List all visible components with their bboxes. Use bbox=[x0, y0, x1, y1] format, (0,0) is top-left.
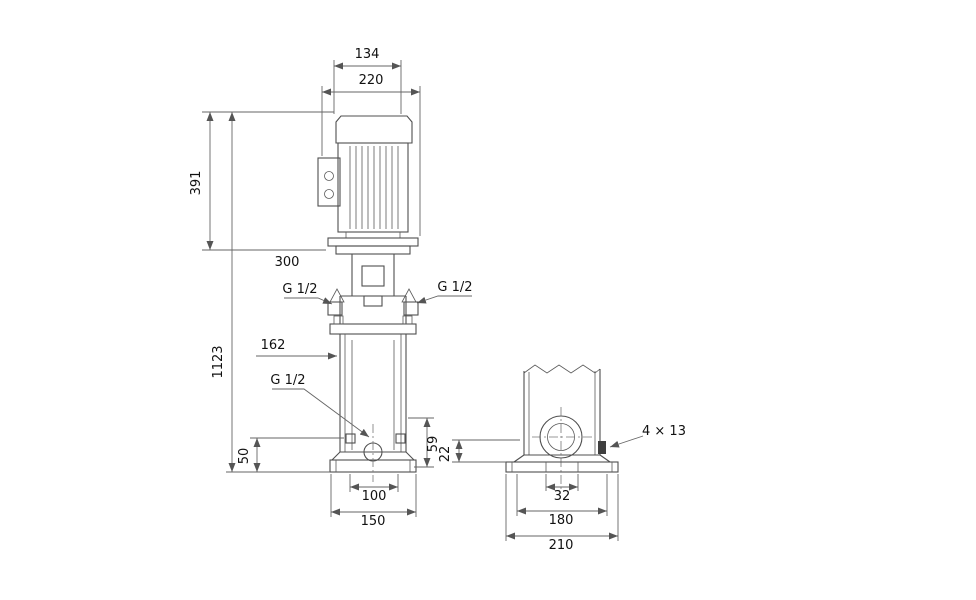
port-thread-right bbox=[401, 288, 417, 303]
cable-entry-top bbox=[324, 171, 334, 181]
leader-line bbox=[416, 295, 472, 304]
dim-label-50: 50 bbox=[237, 448, 252, 465]
port-label-left-text: G 1/2 bbox=[282, 282, 317, 297]
side-body bbox=[523, 364, 601, 456]
drain-plug-right bbox=[395, 433, 406, 444]
port-label-right-text: G 1/2 bbox=[437, 280, 472, 295]
port-label-left: G 1/2 bbox=[282, 282, 333, 305]
dim-label-32: 32 bbox=[554, 489, 571, 504]
dim-label-300: 300 bbox=[275, 255, 300, 270]
side-port bbox=[532, 407, 592, 492]
staybolt-nut-left bbox=[333, 315, 344, 325]
dim-label-59: 59 bbox=[426, 436, 441, 453]
side-view: 22 32 180 210 4 × 13 bbox=[438, 364, 686, 553]
coupling-guard bbox=[361, 265, 385, 287]
motor-stool bbox=[327, 237, 419, 255]
dim-label-220: 220 bbox=[359, 73, 384, 88]
leader-line bbox=[284, 297, 333, 305]
dim-port-height: 59 bbox=[408, 417, 441, 468]
dim-motor-width: 220 bbox=[321, 73, 421, 236]
port-label-right: G 1/2 bbox=[416, 280, 473, 304]
drain-plug-left bbox=[345, 433, 356, 444]
dim-port-offset: 32 bbox=[545, 474, 579, 504]
dim-label-100: 100 bbox=[362, 489, 387, 504]
side-base bbox=[505, 454, 619, 473]
motor-ribs bbox=[349, 146, 399, 229]
leader-line bbox=[272, 388, 370, 438]
staybolt-nut-right bbox=[402, 315, 413, 325]
dim-head-offset: 300 bbox=[275, 255, 300, 270]
leader-line bbox=[609, 435, 644, 448]
dim-motor-height: 391 bbox=[189, 111, 334, 251]
dim-port-width: 162 bbox=[256, 338, 337, 360]
dim-label-1123: 1123 bbox=[211, 345, 226, 378]
break-line bbox=[523, 364, 601, 374]
port-thread-left bbox=[329, 288, 345, 303]
drain-label: G 1/2 bbox=[270, 373, 370, 438]
fan-cover bbox=[335, 115, 413, 144]
drain-label-text: G 1/2 bbox=[270, 373, 305, 388]
front-view: 134 220 391 300 1123 162 G 1 bbox=[189, 47, 473, 529]
dim-plug-height: 50 bbox=[237, 437, 344, 472]
dim-fan-width: 134 bbox=[333, 47, 402, 114]
bolt-slot bbox=[598, 441, 606, 454]
stool-flange-lower bbox=[335, 245, 411, 255]
coupling bbox=[351, 254, 395, 307]
motor bbox=[317, 115, 413, 238]
motor-body bbox=[337, 142, 409, 233]
bolt-note-text: 4 × 13 bbox=[642, 424, 686, 439]
chamber-stack bbox=[339, 334, 407, 453]
pump-base bbox=[329, 424, 417, 482]
dim-total-height: 1123 bbox=[211, 112, 330, 473]
base-plate-side bbox=[505, 461, 619, 473]
head-flange bbox=[329, 323, 417, 335]
dim-label-210: 210 bbox=[549, 538, 574, 553]
dim-label-180: 180 bbox=[549, 513, 574, 528]
dim-bolt-spacing-side: 180 bbox=[516, 474, 608, 528]
dim-plate-height: 22 bbox=[438, 439, 520, 463]
dim-label-150: 150 bbox=[361, 514, 386, 529]
dim-base-length: 210 bbox=[505, 474, 619, 553]
dim-bolt-spacing-front: 100 bbox=[349, 474, 399, 504]
dim-label-134: 134 bbox=[355, 47, 380, 62]
dim-base-width-front: 150 bbox=[330, 474, 417, 529]
shaft-seal bbox=[363, 295, 383, 307]
bolt-hole-note: 4 × 13 bbox=[609, 424, 686, 448]
dim-label-22: 22 bbox=[438, 446, 453, 463]
terminal-box bbox=[317, 157, 341, 207]
dim-label-391: 391 bbox=[189, 171, 204, 196]
cable-entry-bottom bbox=[324, 189, 334, 199]
pump-head bbox=[327, 288, 419, 335]
stool-flange-upper bbox=[327, 237, 419, 247]
dim-label-162: 162 bbox=[261, 338, 286, 353]
